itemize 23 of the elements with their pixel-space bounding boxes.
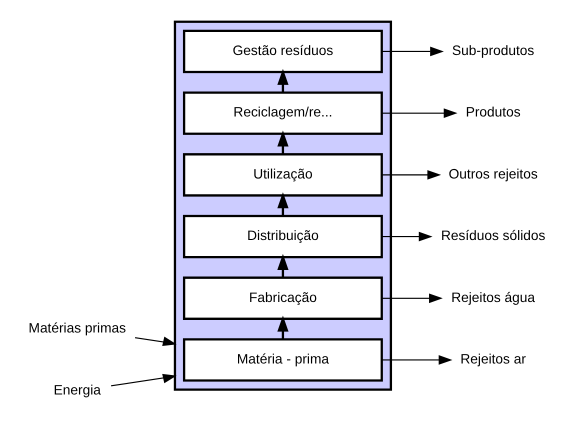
node-text: Energia — [53, 382, 100, 398]
arrow — [381, 293, 442, 304]
node-text: Produtos — [465, 104, 520, 120]
node-text: Rejeitos água — [450, 290, 535, 305]
node-box: Utilização — [182, 153, 382, 197]
node-text: Rejeitos ar — [460, 352, 526, 367]
node-box: Gestão resíduos — [182, 30, 382, 74]
arrow — [381, 46, 444, 56]
node-box: Matéria - prima — [182, 338, 382, 382]
arrow — [381, 108, 457, 118]
node-text: Matérias primas — [28, 320, 126, 336]
node-text: Outros rejeitos — [448, 166, 538, 182]
cluster — [173, 20, 392, 391]
node-box: Distribuição — [182, 214, 382, 258]
node-box: Fabricação — [182, 276, 382, 320]
arrow — [381, 170, 441, 180]
arrow — [381, 232, 432, 242]
arrow — [381, 355, 452, 365]
node-text: Resíduos sólidos — [440, 228, 545, 244]
arrow — [110, 374, 176, 386]
node-box: Reciclagem/re... — [182, 91, 382, 135]
arrow — [134, 336, 176, 346]
node-text: Sub-produtos — [452, 43, 534, 58]
